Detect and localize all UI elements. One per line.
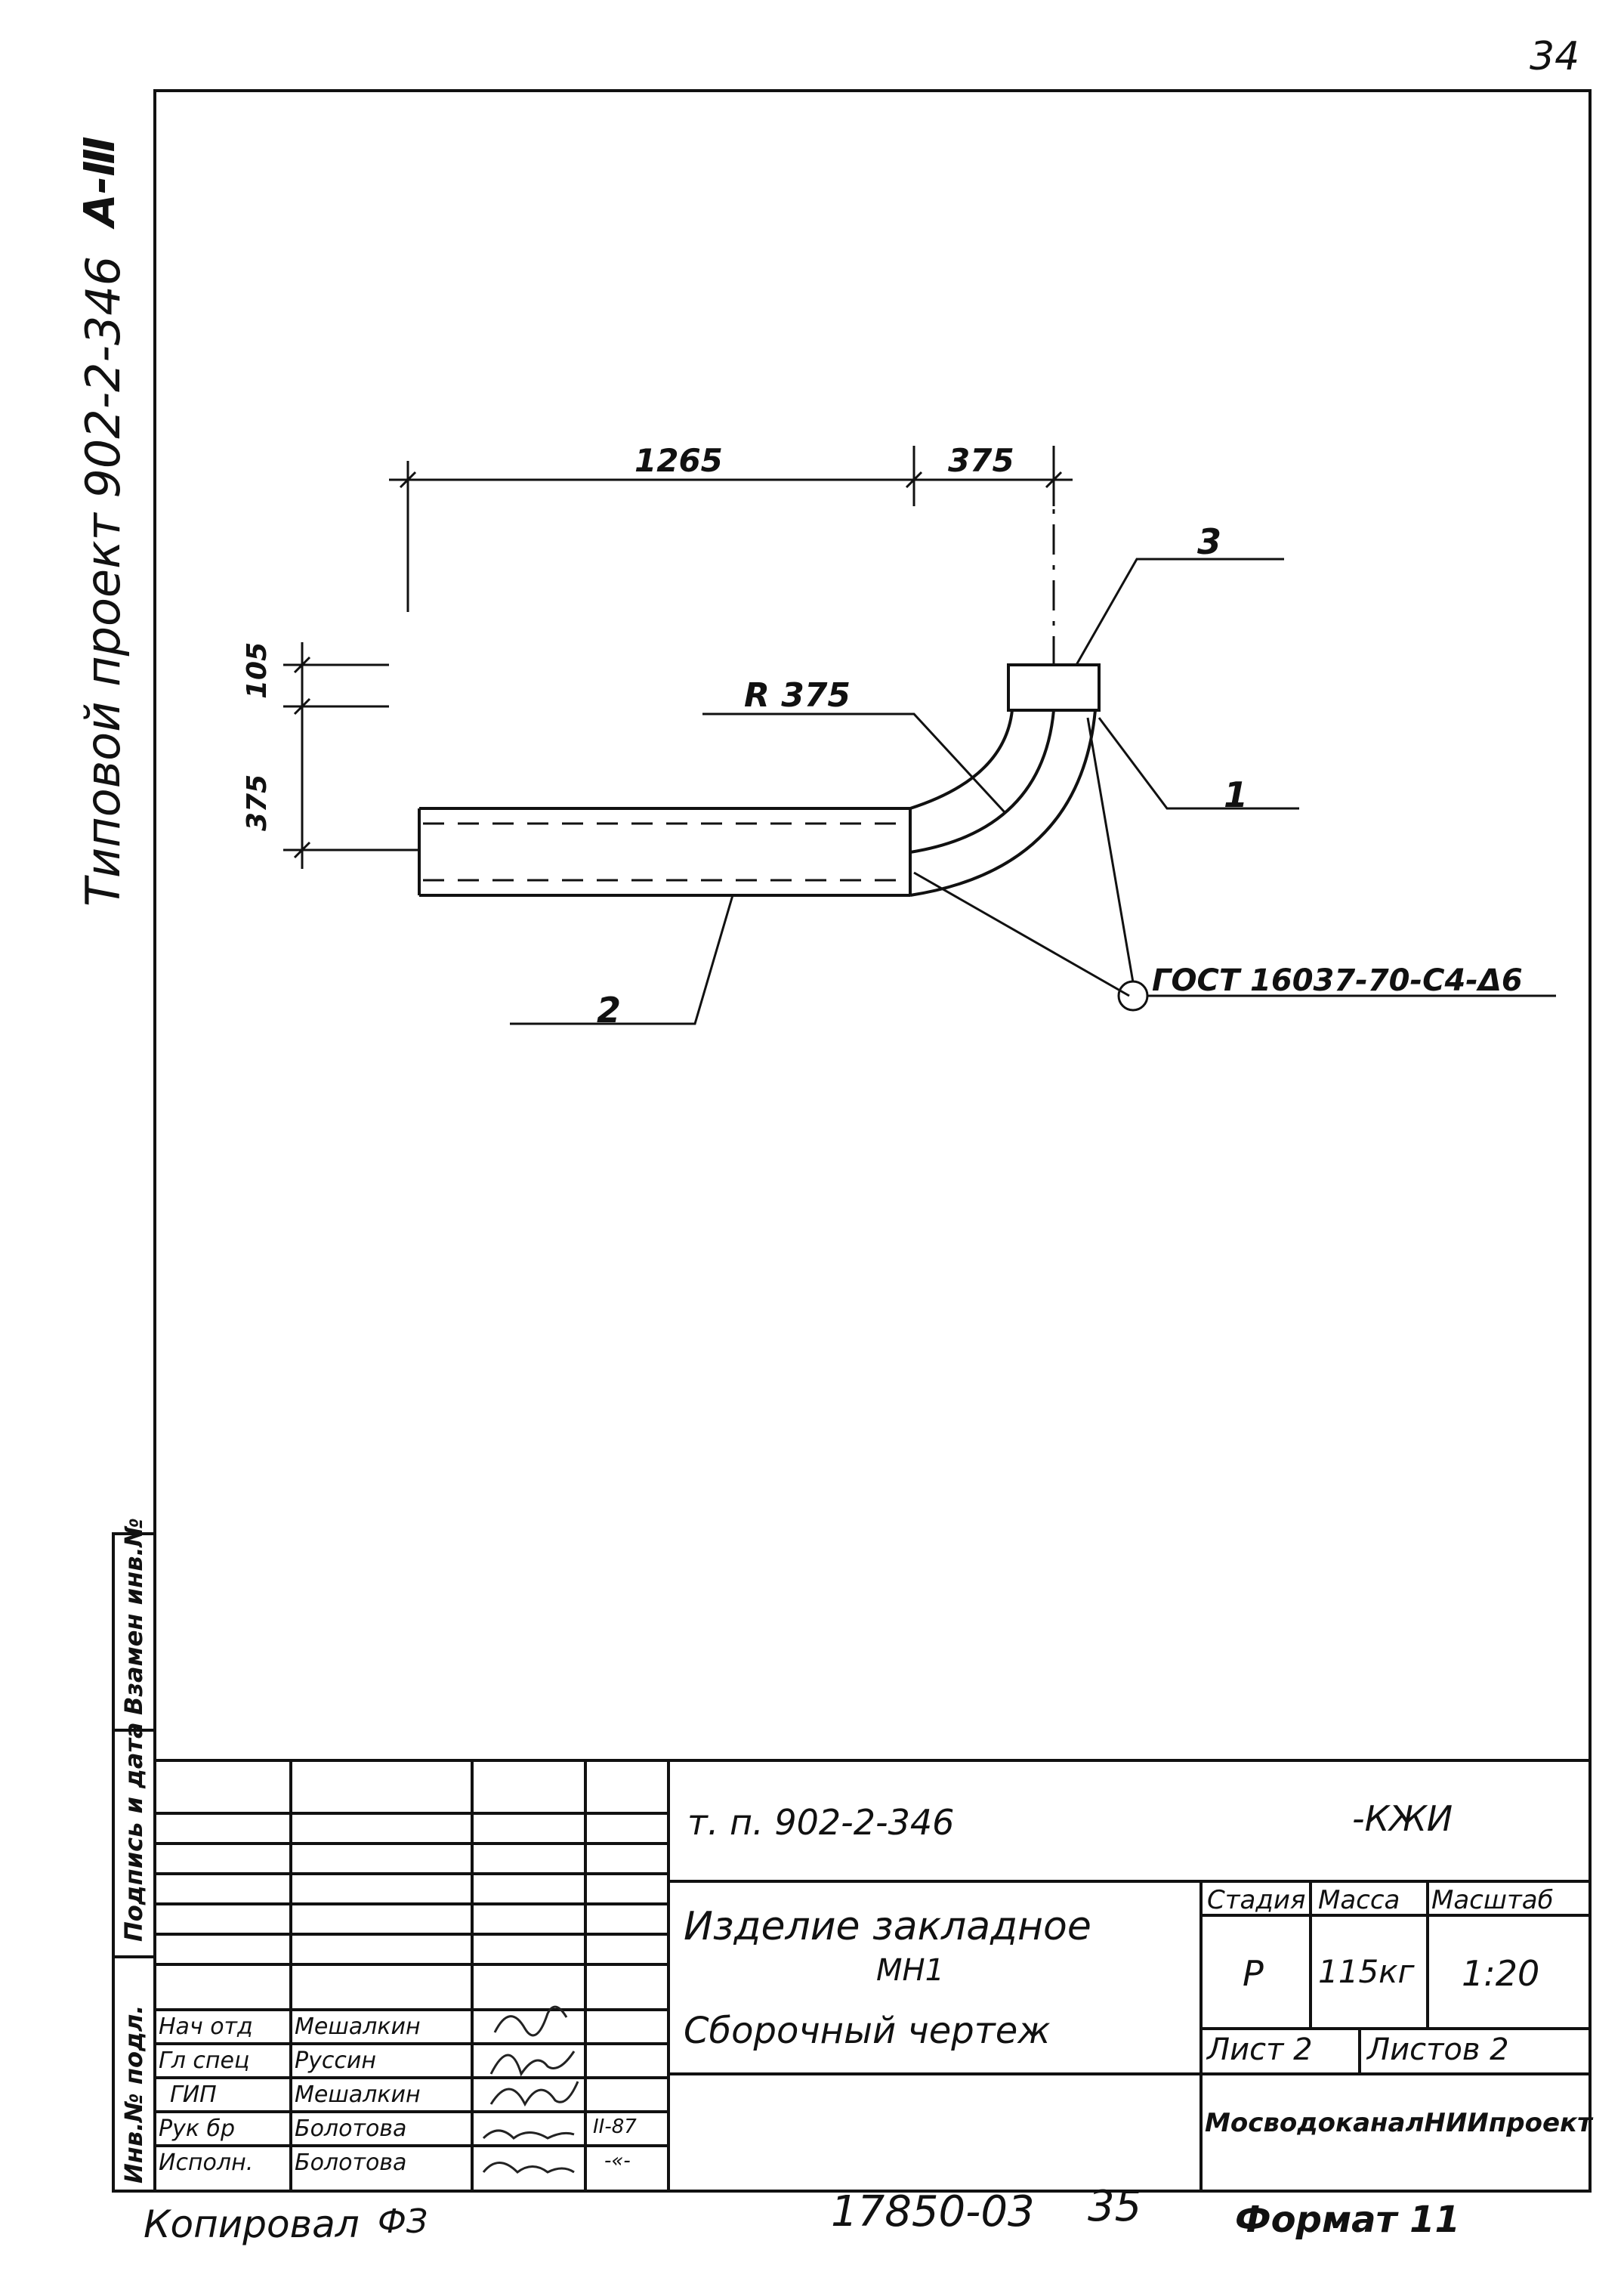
signature-5	[482, 2162, 575, 2174]
role-5: Исполн.	[159, 2150, 254, 2176]
signatures	[482, 2005, 579, 2174]
signature-1	[493, 2005, 568, 2037]
stage-header: Стадия	[1207, 1885, 1306, 1915]
radius-label: R 375	[744, 676, 851, 715]
project-code: т. п. 902-2-346	[687, 1802, 955, 1843]
name-line-3: Сборочный чертеж	[684, 2010, 1051, 2052]
leader-lines	[510, 558, 1556, 1025]
signature-4	[482, 2129, 575, 2140]
weld-standard: ГОСТ 16037-70-С4-Δ6	[1152, 963, 1523, 998]
page-number: 34	[1530, 34, 1580, 79]
strip-inv-original: Инв.№ подл.	[119, 2004, 148, 2184]
role-3: ГИП	[170, 2082, 217, 2108]
left-strip-frame	[112, 1532, 155, 2193]
callout-3: 3	[1197, 521, 1222, 562]
dim-375-left: 375	[242, 774, 273, 831]
weld-symbol	[1117, 980, 1149, 1012]
strip-signature-date: Подпись и дата	[119, 1722, 148, 1942]
copied-label: Копировал	[144, 2202, 360, 2246]
organization: МосводоканалНИИпроект	[1205, 2108, 1592, 2138]
name-3: Мешалкин	[295, 2082, 421, 2108]
role-4: Рук бр	[159, 2116, 236, 2142]
date-5: -«-	[604, 2150, 631, 2172]
part-geometry	[418, 663, 1101, 897]
sheet-number: Лист 2	[1207, 2032, 1313, 2067]
dimension-lines	[283, 446, 1073, 869]
scale-value: 1:20	[1462, 1953, 1540, 1994]
document-number: 17850-03	[831, 2187, 1035, 2236]
strip-replace-inv: Взамен инв.№	[119, 1517, 148, 1715]
title-block-grid	[155, 1759, 1590, 2191]
callout-2: 2	[597, 990, 622, 1031]
role-1: Нач отд	[159, 2014, 253, 2040]
mass-header: Масса	[1318, 1885, 1400, 1915]
scale-header: Масштаб	[1431, 1885, 1554, 1915]
hidden-lines	[423, 822, 906, 882]
dim-1265: 1265	[634, 442, 723, 479]
name-5: Болотова	[295, 2150, 407, 2176]
name-4: Болотова	[295, 2116, 407, 2142]
mass-value: 115кг	[1318, 1953, 1415, 1990]
role-2: Гл спец	[159, 2048, 250, 2074]
dim-375-top: 375	[948, 442, 1014, 479]
document-sheet-number: 35	[1088, 2182, 1142, 2231]
side-project-label: Типовой проект 902-2-346	[76, 255, 131, 907]
callout-1: 1	[1224, 774, 1249, 815]
name-1: Мешалкин	[295, 2014, 421, 2040]
format-label: Формат 11	[1235, 2199, 1460, 2241]
name-2: Руссин	[295, 2048, 376, 2074]
date-4: II-87	[593, 2116, 637, 2138]
drawing-frame	[153, 89, 1592, 2193]
name-line-1: Изделие закладное	[684, 1904, 1091, 1949]
name-line-2: МН1	[876, 1953, 945, 1988]
signature-3	[489, 2081, 579, 2107]
side-album-label: А-Ⅲ	[76, 136, 125, 227]
dim-105: 105	[242, 641, 273, 699]
code-suffix: -КЖИ	[1352, 1798, 1453, 1839]
sheets-total: Листов 2	[1367, 2032, 1509, 2067]
copied-mark: ФЗ	[378, 2202, 428, 2241]
stage-value: Р	[1243, 1953, 1264, 1994]
signature-2	[489, 2051, 576, 2077]
